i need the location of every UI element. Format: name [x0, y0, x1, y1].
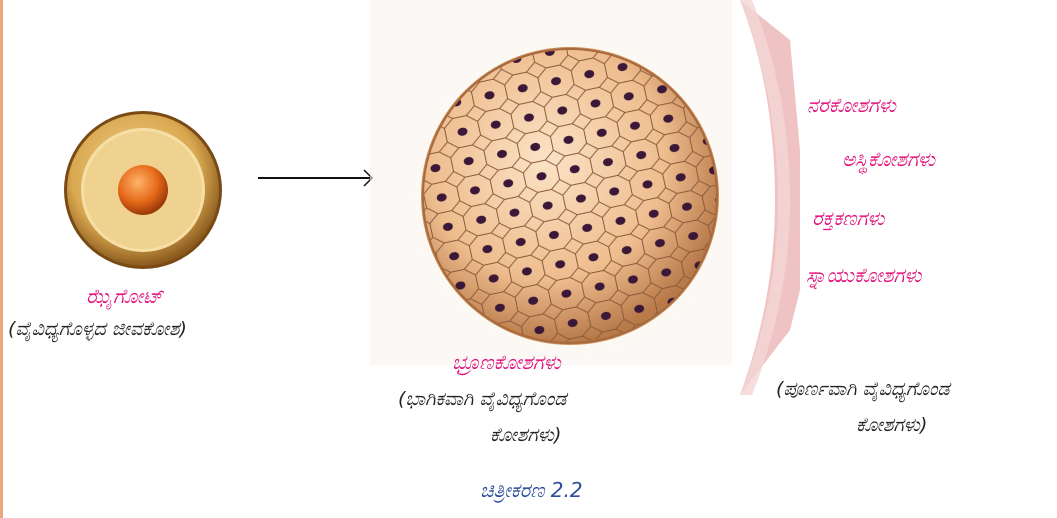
embryo-description-line2: ಕೋಶಗಳು) [490, 424, 562, 446]
zygote-label: ಝೈಗೋಟ್ [86, 284, 163, 308]
specialized-item-neurons: ನರಕೋಶಗಳು [807, 93, 897, 117]
specialized-description-line1: (ಪೂರ್ಣವಾಗಿ ವೈವಿಧ್ಯಗೊಂಡ [776, 378, 950, 400]
arrow-zygote-to-embryo [258, 169, 374, 187]
specialized-item-muscle-cells: ಸ್ನಾಯುಕೋಶಗಳು [806, 263, 922, 287]
specialized-description-line2: ಕೋಶಗಳು) [856, 414, 928, 436]
specialized-item-bone-cells: ಅಸ್ಥಿಕೋಶಗಳು [842, 147, 936, 171]
embryo-label: ಭ್ರೂಣಕೋಶಗಳು [452, 350, 561, 374]
embryo-description-line1: (ಭಾಗಿಕವಾಗಿ ವೈವಿಧ್ಯಗೊಂಡ [398, 388, 567, 410]
zygote-cell [64, 111, 222, 269]
specialized-item-blood-cells: ರಕ್ತಕಣಗಳು [812, 206, 885, 230]
differentiation-chevron [740, 0, 800, 395]
zygote-description: (ವೈವಿಧ್ಯಗೊಳ್ಳದ ಜೀವಕೋಶ) [8, 318, 187, 340]
left-margin-rule [0, 0, 3, 518]
zygote-nucleus [118, 165, 168, 215]
figure-caption: ಚಿತ್ರೀಕರಣ 2.2 [480, 478, 583, 502]
embryo-cell-ball [370, 0, 735, 365]
